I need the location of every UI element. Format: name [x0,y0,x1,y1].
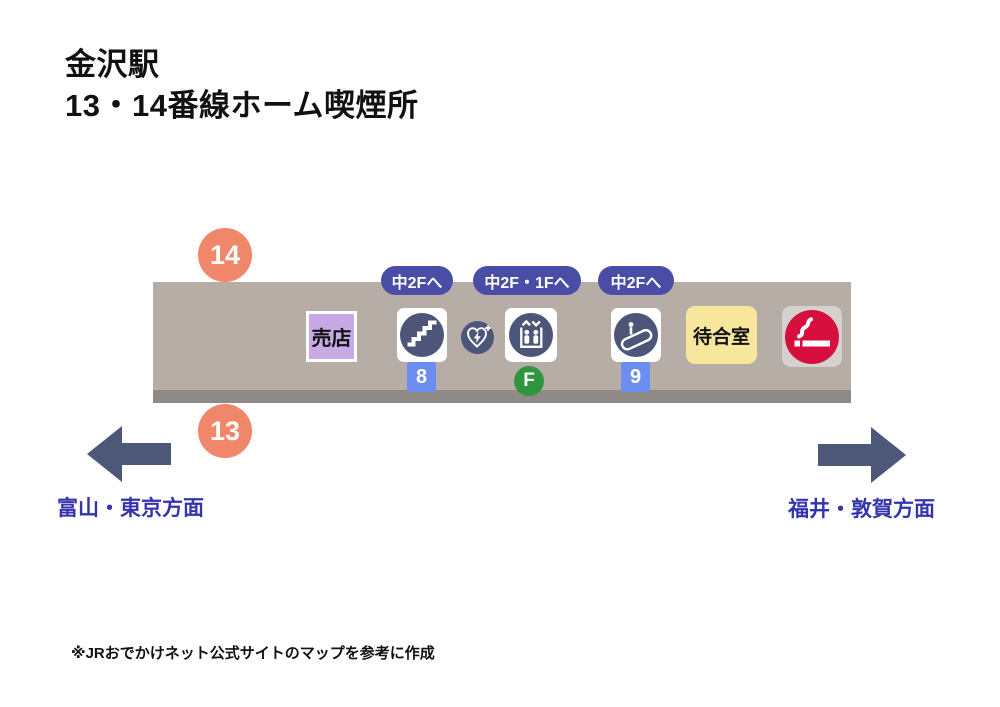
elevator-destination-pill: 中2F・1Fへ [473,266,581,295]
direction-label-right: 福井・敦賀方面 [788,498,935,521]
stairs-tile [397,308,447,362]
stairs-destination-pill: 中2Fへ [381,266,453,295]
footnote: ※JRおでかけネット公式サイトのマップを参考に作成 [71,645,435,662]
waiting-room-box: 待合室 [686,306,757,364]
station-name: 金沢駅 [65,47,160,82]
stairs-icon [400,313,444,357]
map-subtitle: 13・14番線ホーム喫煙所 [65,88,419,123]
right-arrow-icon [818,424,906,486]
direction-label-left: 富山・東京方面 [57,497,204,520]
escalator-icon [614,313,658,357]
smoking-area-tile [782,306,842,367]
shop-box: 売店 [306,311,357,362]
escalator-tile [611,308,661,362]
elevator-floor-badge: F [514,366,544,396]
stairs-position-badge: 8 [407,362,436,392]
smoking-icon [785,309,839,364]
elevator-icon [509,313,553,357]
escalator-destination-pill: 中2Fへ [598,266,674,295]
escalator-position-badge: 9 [621,362,650,392]
left-arrow-icon [87,423,171,485]
elevator-tile [505,308,557,362]
track-13-badge: 13 [198,404,252,458]
track-14-badge: 14 [198,228,252,282]
page-title: 金沢駅 13・14番線ホーム喫煙所 [65,44,419,126]
platform-edge-strip [153,390,851,403]
aed-icon [461,321,494,354]
